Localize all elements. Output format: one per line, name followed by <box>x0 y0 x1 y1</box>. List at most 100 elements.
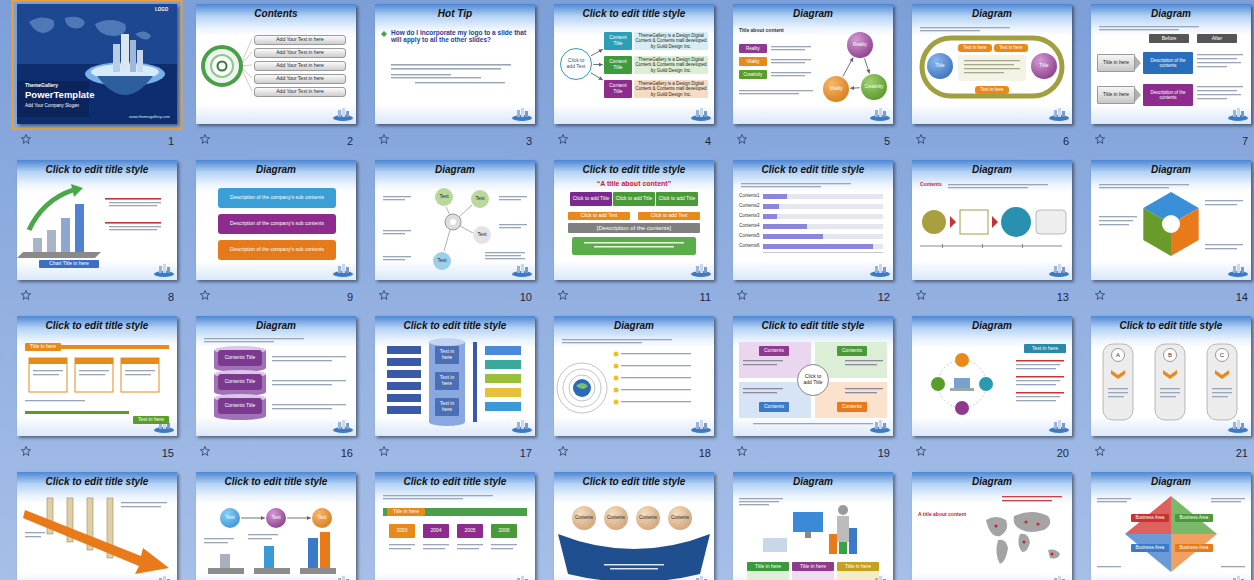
cover-title: PowerTemplate <box>25 89 95 100</box>
slide-logo <box>332 263 354 277</box>
slide-title-holder: Click to edit title style <box>733 164 893 176</box>
node-text: Title in here <box>800 564 826 570</box>
label-holder: Contents2 <box>739 203 760 208</box>
decor-circle <box>614 364 619 369</box>
box-node: Text in here <box>435 372 459 390</box>
decor-path <box>1111 370 1125 379</box>
decor-rect <box>1241 267 1244 273</box>
decor-g <box>214 346 266 402</box>
decor-rect <box>61 345 169 349</box>
decor-rect <box>696 422 699 429</box>
node-text: Chart Title in here <box>49 261 88 267</box>
decor-g <box>1108 388 1232 397</box>
slide-logo <box>690 575 712 580</box>
slide-title-holder: Click to edit title style <box>196 476 356 488</box>
decor-rect <box>338 266 341 273</box>
decor-ellipse <box>429 338 465 346</box>
node-text: Text in here <box>437 401 458 412</box>
decor-path <box>920 246 1062 247</box>
decor-rect <box>389 544 415 545</box>
box-node: Text in here <box>994 44 1028 52</box>
decor-rect <box>1097 566 1121 567</box>
slide-logo <box>869 263 891 277</box>
map-illustration <box>912 472 1072 580</box>
decor-rect <box>1002 496 1062 497</box>
decor-rect <box>1207 344 1237 420</box>
slide-body-holder: How do I incorporate my logo to a slide … <box>391 29 527 44</box>
decor-use <box>1095 447 1104 456</box>
decor-circle <box>1001 207 1031 237</box>
decor-g <box>942 244 1023 248</box>
slide-title: Diagram <box>256 320 296 331</box>
decor-circle <box>1037 523 1040 526</box>
decor-g <box>604 564 664 570</box>
box-node: Content Title <box>604 56 632 74</box>
cover-text-holder: Add Your Company Slogan <box>25 103 79 108</box>
decor-rect <box>763 194 883 199</box>
decor-rect <box>485 252 525 253</box>
box-node: Contents Title <box>218 350 262 366</box>
connector-arrow <box>591 73 603 80</box>
slide-number: 4 <box>705 135 711 147</box>
decor-use <box>558 291 567 300</box>
slide-title-holder: Click to edit title style <box>17 164 177 176</box>
decor-rect <box>849 528 857 554</box>
decor-rect <box>763 234 883 239</box>
decor-rect <box>485 374 521 383</box>
label-text: www.themegallery.com <box>129 114 170 119</box>
node-text: Contents <box>764 348 784 354</box>
decor-rect <box>1058 108 1061 117</box>
decor-g <box>1016 360 1064 394</box>
node-text: Text in here <box>138 417 164 423</box>
decor-rect <box>499 224 527 225</box>
decor-rect <box>739 498 783 499</box>
box-node: ThemeGallery is a Design Digital Content… <box>634 80 708 98</box>
slide-number-holder: 6 <box>912 135 1069 147</box>
decor-use <box>916 291 925 300</box>
decor-rect <box>1211 498 1245 499</box>
decor-rect <box>883 579 886 580</box>
node-text: Description of the contents <box>1145 58 1192 68</box>
node-text: Contents Title <box>225 355 256 361</box>
decor-rect <box>1062 579 1065 580</box>
decor-rect <box>1197 54 1243 55</box>
decor-rect <box>704 423 707 429</box>
box-node: Contents <box>759 346 789 356</box>
decor-rect <box>700 264 703 273</box>
decor-rect <box>739 90 813 91</box>
decor-rect <box>25 400 85 401</box>
decor-path <box>460 226 473 233</box>
decor-rect <box>1016 364 1060 365</box>
decor-circle <box>614 400 619 405</box>
decor-g <box>986 512 1060 564</box>
node-text: Contents Title <box>225 403 256 409</box>
label-text: Contents3 <box>739 213 760 218</box>
slide-thumbnail: Diagram <box>554 316 714 436</box>
node-text: Business Area <box>1180 545 1209 550</box>
decor-path <box>1171 534 1217 572</box>
decor-use <box>21 135 30 144</box>
decor-g <box>109 202 161 230</box>
node-text: Click to add Text <box>563 58 589 69</box>
slide-thumbnail: Click to edit title styleContentsContent… <box>554 472 714 580</box>
decor-rect <box>1099 216 1137 217</box>
decor-use <box>558 447 567 456</box>
decor-path <box>986 517 1007 536</box>
decor-rect <box>272 356 346 357</box>
node-text: Creativity <box>744 72 763 77</box>
label-text: Contents1 <box>739 193 760 198</box>
slide-logo <box>1048 263 1070 277</box>
decor-rect <box>839 542 847 554</box>
decor-rect <box>391 68 501 70</box>
decor-rect <box>771 62 805 63</box>
slide-title-holder: Click to edit title style <box>554 8 714 20</box>
decor-g <box>763 252 883 254</box>
decor-g <box>25 502 167 537</box>
node-text: Reality <box>746 46 760 51</box>
decor-rect <box>383 495 493 496</box>
slide-number: 18 <box>699 447 711 459</box>
decor-use <box>558 135 567 144</box>
slide-number-holder: 1 <box>17 135 174 147</box>
decor-rect <box>1205 248 1237 249</box>
decor-path <box>459 205 472 217</box>
